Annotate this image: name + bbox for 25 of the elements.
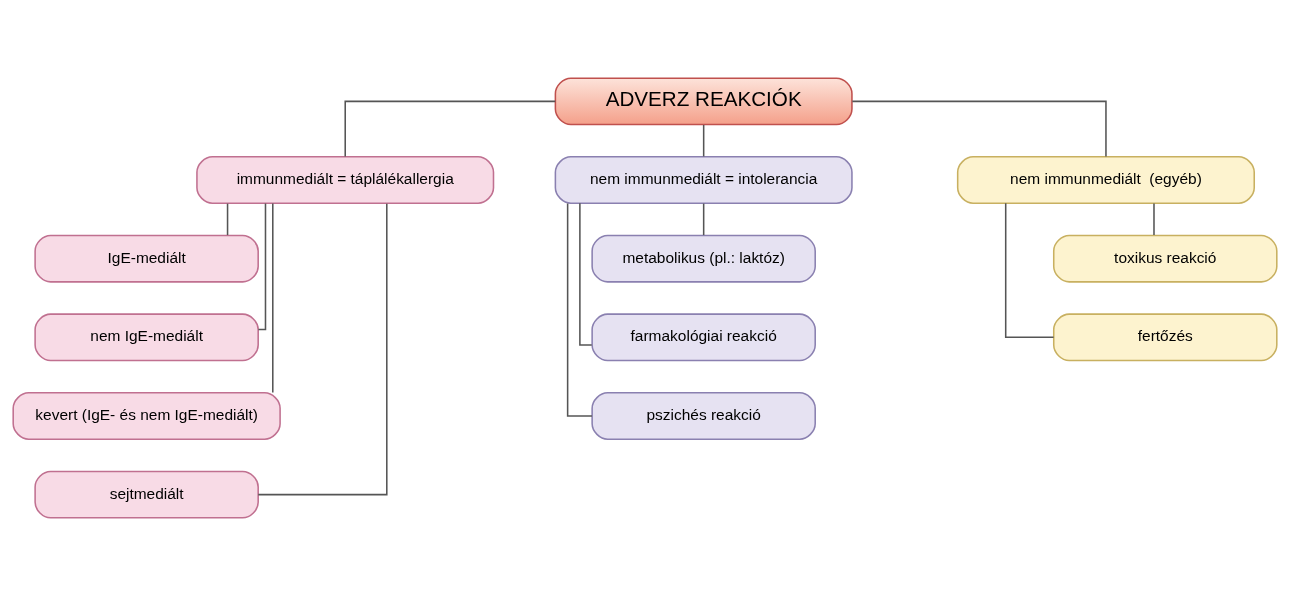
node-box: farmakológiai reakció	[591, 312, 816, 361]
node-box: kevert (IgE- és nem IgE-mediált)	[12, 391, 281, 440]
node-box: toxikus reakció	[1052, 234, 1278, 283]
node-box: metabolikus (pl.: laktóz)	[591, 234, 816, 283]
node-box: pszichés reakció	[591, 391, 816, 440]
node-box: nem immunmediált (egyéb)	[956, 155, 1255, 204]
node-box: nem IgE-mediált	[34, 312, 259, 361]
connector	[702, 123, 705, 157]
node-box: ADVERZ REAKCIÓK	[554, 76, 853, 125]
connector	[257, 202, 267, 330]
connector	[257, 202, 388, 495]
connector	[272, 202, 274, 393]
node-box: fertőzés	[1052, 312, 1278, 361]
node-box: IgE-mediált	[34, 234, 259, 283]
connector	[344, 100, 557, 157]
node-box: nem immunmediált = intolerancia	[554, 155, 853, 204]
node-box: immunmediált = táplálékallergia	[196, 155, 495, 204]
node-box: sejtmediált	[34, 470, 259, 519]
connector	[702, 202, 705, 236]
connector	[1153, 202, 1155, 236]
connector	[1004, 201, 1055, 338]
connector	[851, 100, 1107, 157]
connector	[566, 202, 593, 417]
connector	[579, 202, 593, 346]
connector	[226, 202, 229, 236]
